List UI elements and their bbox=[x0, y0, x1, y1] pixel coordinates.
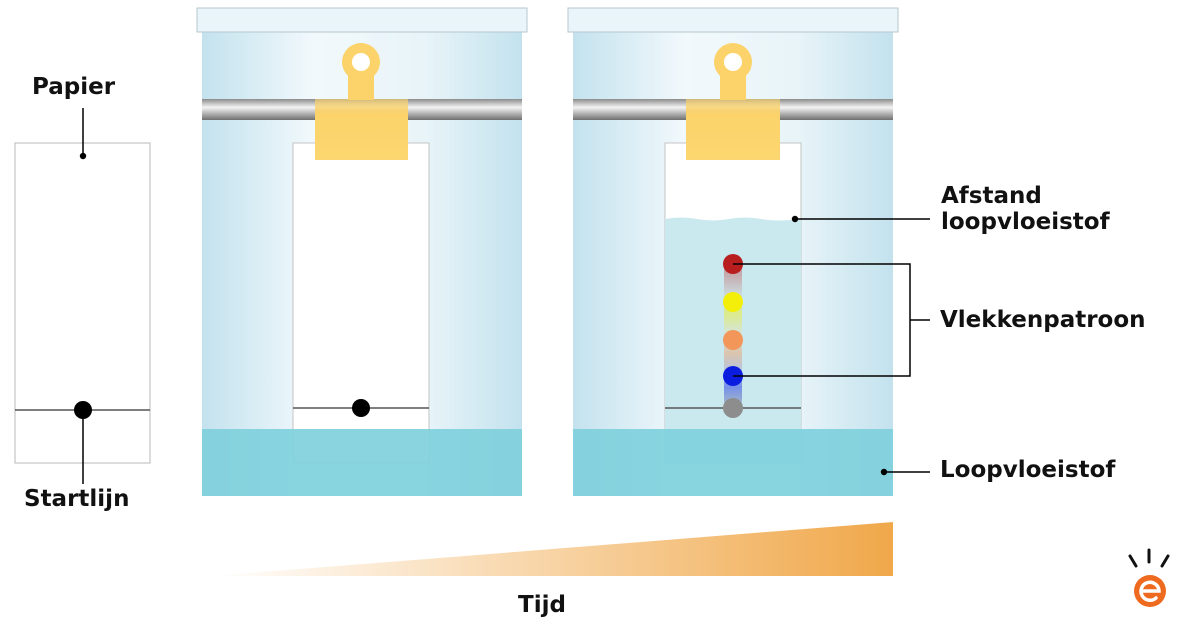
spot-orange bbox=[723, 330, 743, 350]
solvent bbox=[202, 429, 522, 496]
spot-grey bbox=[723, 398, 743, 418]
solvent bbox=[573, 429, 893, 496]
clip-icon bbox=[315, 43, 408, 160]
e-logo-icon bbox=[1128, 548, 1170, 607]
label-solvent: Loopvloeistof bbox=[940, 457, 1116, 483]
label-spot-pattern: Vlekkenpatroon bbox=[940, 307, 1146, 333]
label-start-line: Startlijn bbox=[24, 486, 130, 512]
spot-yellow bbox=[723, 292, 743, 312]
time-arrow bbox=[212, 522, 893, 576]
sample-spot bbox=[352, 399, 370, 417]
clip-icon bbox=[686, 43, 780, 160]
label-time: Tijd bbox=[518, 592, 566, 618]
jar-before bbox=[196, 7, 528, 496]
jar-lid bbox=[567, 7, 899, 33]
label-solvent-front-line2: loopvloeistof bbox=[941, 209, 1110, 236]
jar-after bbox=[567, 7, 899, 496]
paper-strip bbox=[14, 108, 151, 484]
label-solvent-front: Afstand loopvloeistof bbox=[941, 183, 1110, 236]
annotation-lines bbox=[733, 215, 930, 476]
label-paper: Papier bbox=[32, 74, 116, 100]
label-solvent-front-line1: Afstand bbox=[941, 183, 1042, 209]
jar-lid bbox=[196, 7, 528, 33]
